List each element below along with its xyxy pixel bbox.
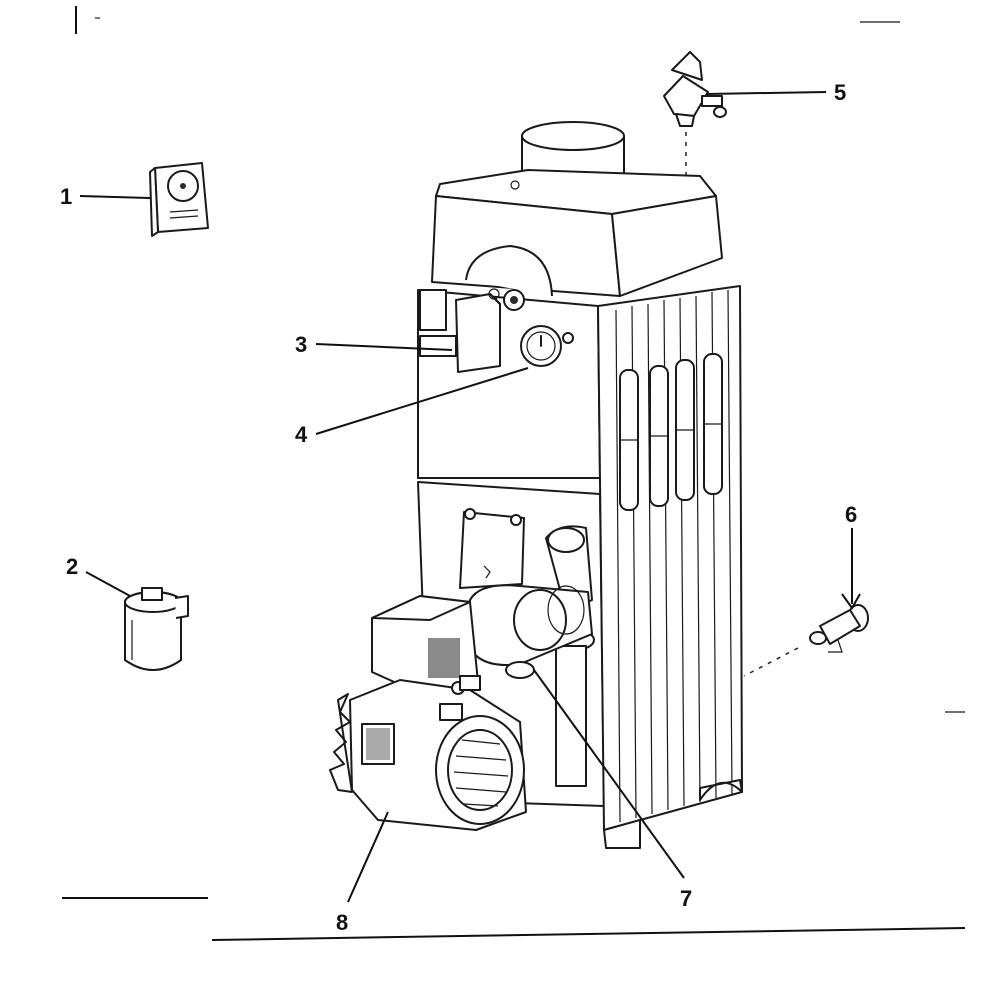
part-5-relief-valve xyxy=(663,51,727,178)
callout-labels: 1 2 3 4 5 6 7 8 xyxy=(60,80,857,935)
leader-7 xyxy=(533,669,685,879)
part-3-control-box xyxy=(455,288,525,373)
callout-8: 8 xyxy=(336,910,348,935)
callout-2: 2 xyxy=(66,554,78,579)
leader-3 xyxy=(315,343,453,351)
callout-1: 1 xyxy=(60,184,72,209)
leader-lines xyxy=(79,91,861,903)
part-6-drain-valve xyxy=(743,604,869,677)
leader-2 xyxy=(85,571,131,597)
part-8-oil-burner xyxy=(329,595,527,831)
part-2-oil-filter xyxy=(124,587,189,671)
callout-7: 7 xyxy=(680,886,692,911)
rule-bottom xyxy=(211,927,966,941)
callout-4: 4 xyxy=(295,422,308,447)
side-windows xyxy=(619,353,723,511)
scan-marks xyxy=(62,6,966,941)
leader-5 xyxy=(705,91,827,95)
part-4-gauge xyxy=(520,325,574,367)
fan-vents xyxy=(453,739,509,807)
callout-6: 6 xyxy=(845,502,857,527)
part-1-thermostat xyxy=(149,162,209,237)
leader-4 xyxy=(315,367,529,435)
callout-5: 5 xyxy=(834,80,846,105)
part-7-burner-tube xyxy=(465,584,593,679)
inspection-door xyxy=(459,508,525,589)
leader-8 xyxy=(347,811,389,903)
leader-1 xyxy=(79,195,151,199)
callout-3: 3 xyxy=(295,332,307,357)
